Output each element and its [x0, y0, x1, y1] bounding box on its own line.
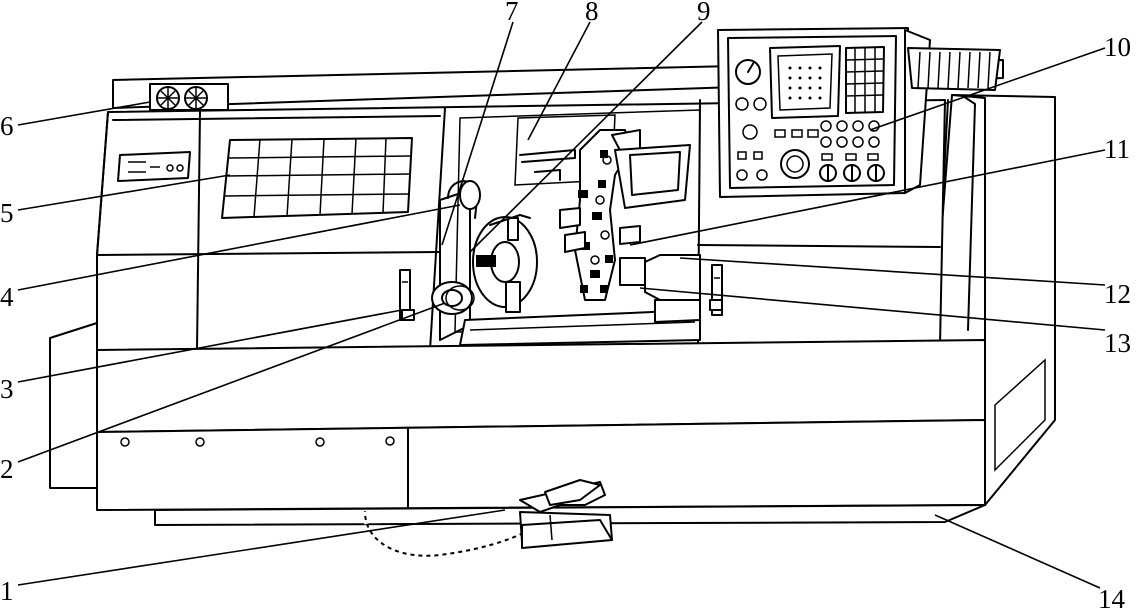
foot-pedal	[362, 479, 613, 559]
leader-lines	[17, 21, 1106, 589]
callout-10: 10	[1104, 32, 1131, 62]
cnc-control-panel	[717, 27, 1001, 198]
callout-2: 2	[0, 454, 14, 484]
callout-7: 7	[505, 0, 519, 26]
callout-14: 14	[1098, 584, 1126, 610]
callout-1: 1	[0, 576, 14, 606]
tailstock	[619, 254, 701, 323]
right-door-handle	[709, 264, 723, 316]
callout-5: 5	[0, 198, 14, 228]
callout-6: 6	[0, 111, 14, 141]
machine-bed	[96, 339, 986, 526]
callout-9: 9	[697, 0, 711, 26]
callout-3: 3	[0, 374, 14, 404]
callout-11: 11	[1104, 134, 1130, 164]
turret-slide	[614, 144, 691, 209]
left-end-cover	[49, 322, 98, 489]
gauges	[149, 83, 229, 111]
door-window	[221, 137, 413, 219]
spindle-gear	[431, 281, 475, 315]
callout-8: 8	[585, 0, 599, 26]
chuck	[472, 214, 538, 313]
callout-13: 13	[1104, 328, 1131, 358]
tool-turret	[559, 129, 641, 301]
callout-4: 4	[0, 282, 14, 312]
switch-panel	[117, 151, 191, 182]
callout-12: 12	[1104, 279, 1131, 309]
left-door-handle	[399, 269, 415, 321]
